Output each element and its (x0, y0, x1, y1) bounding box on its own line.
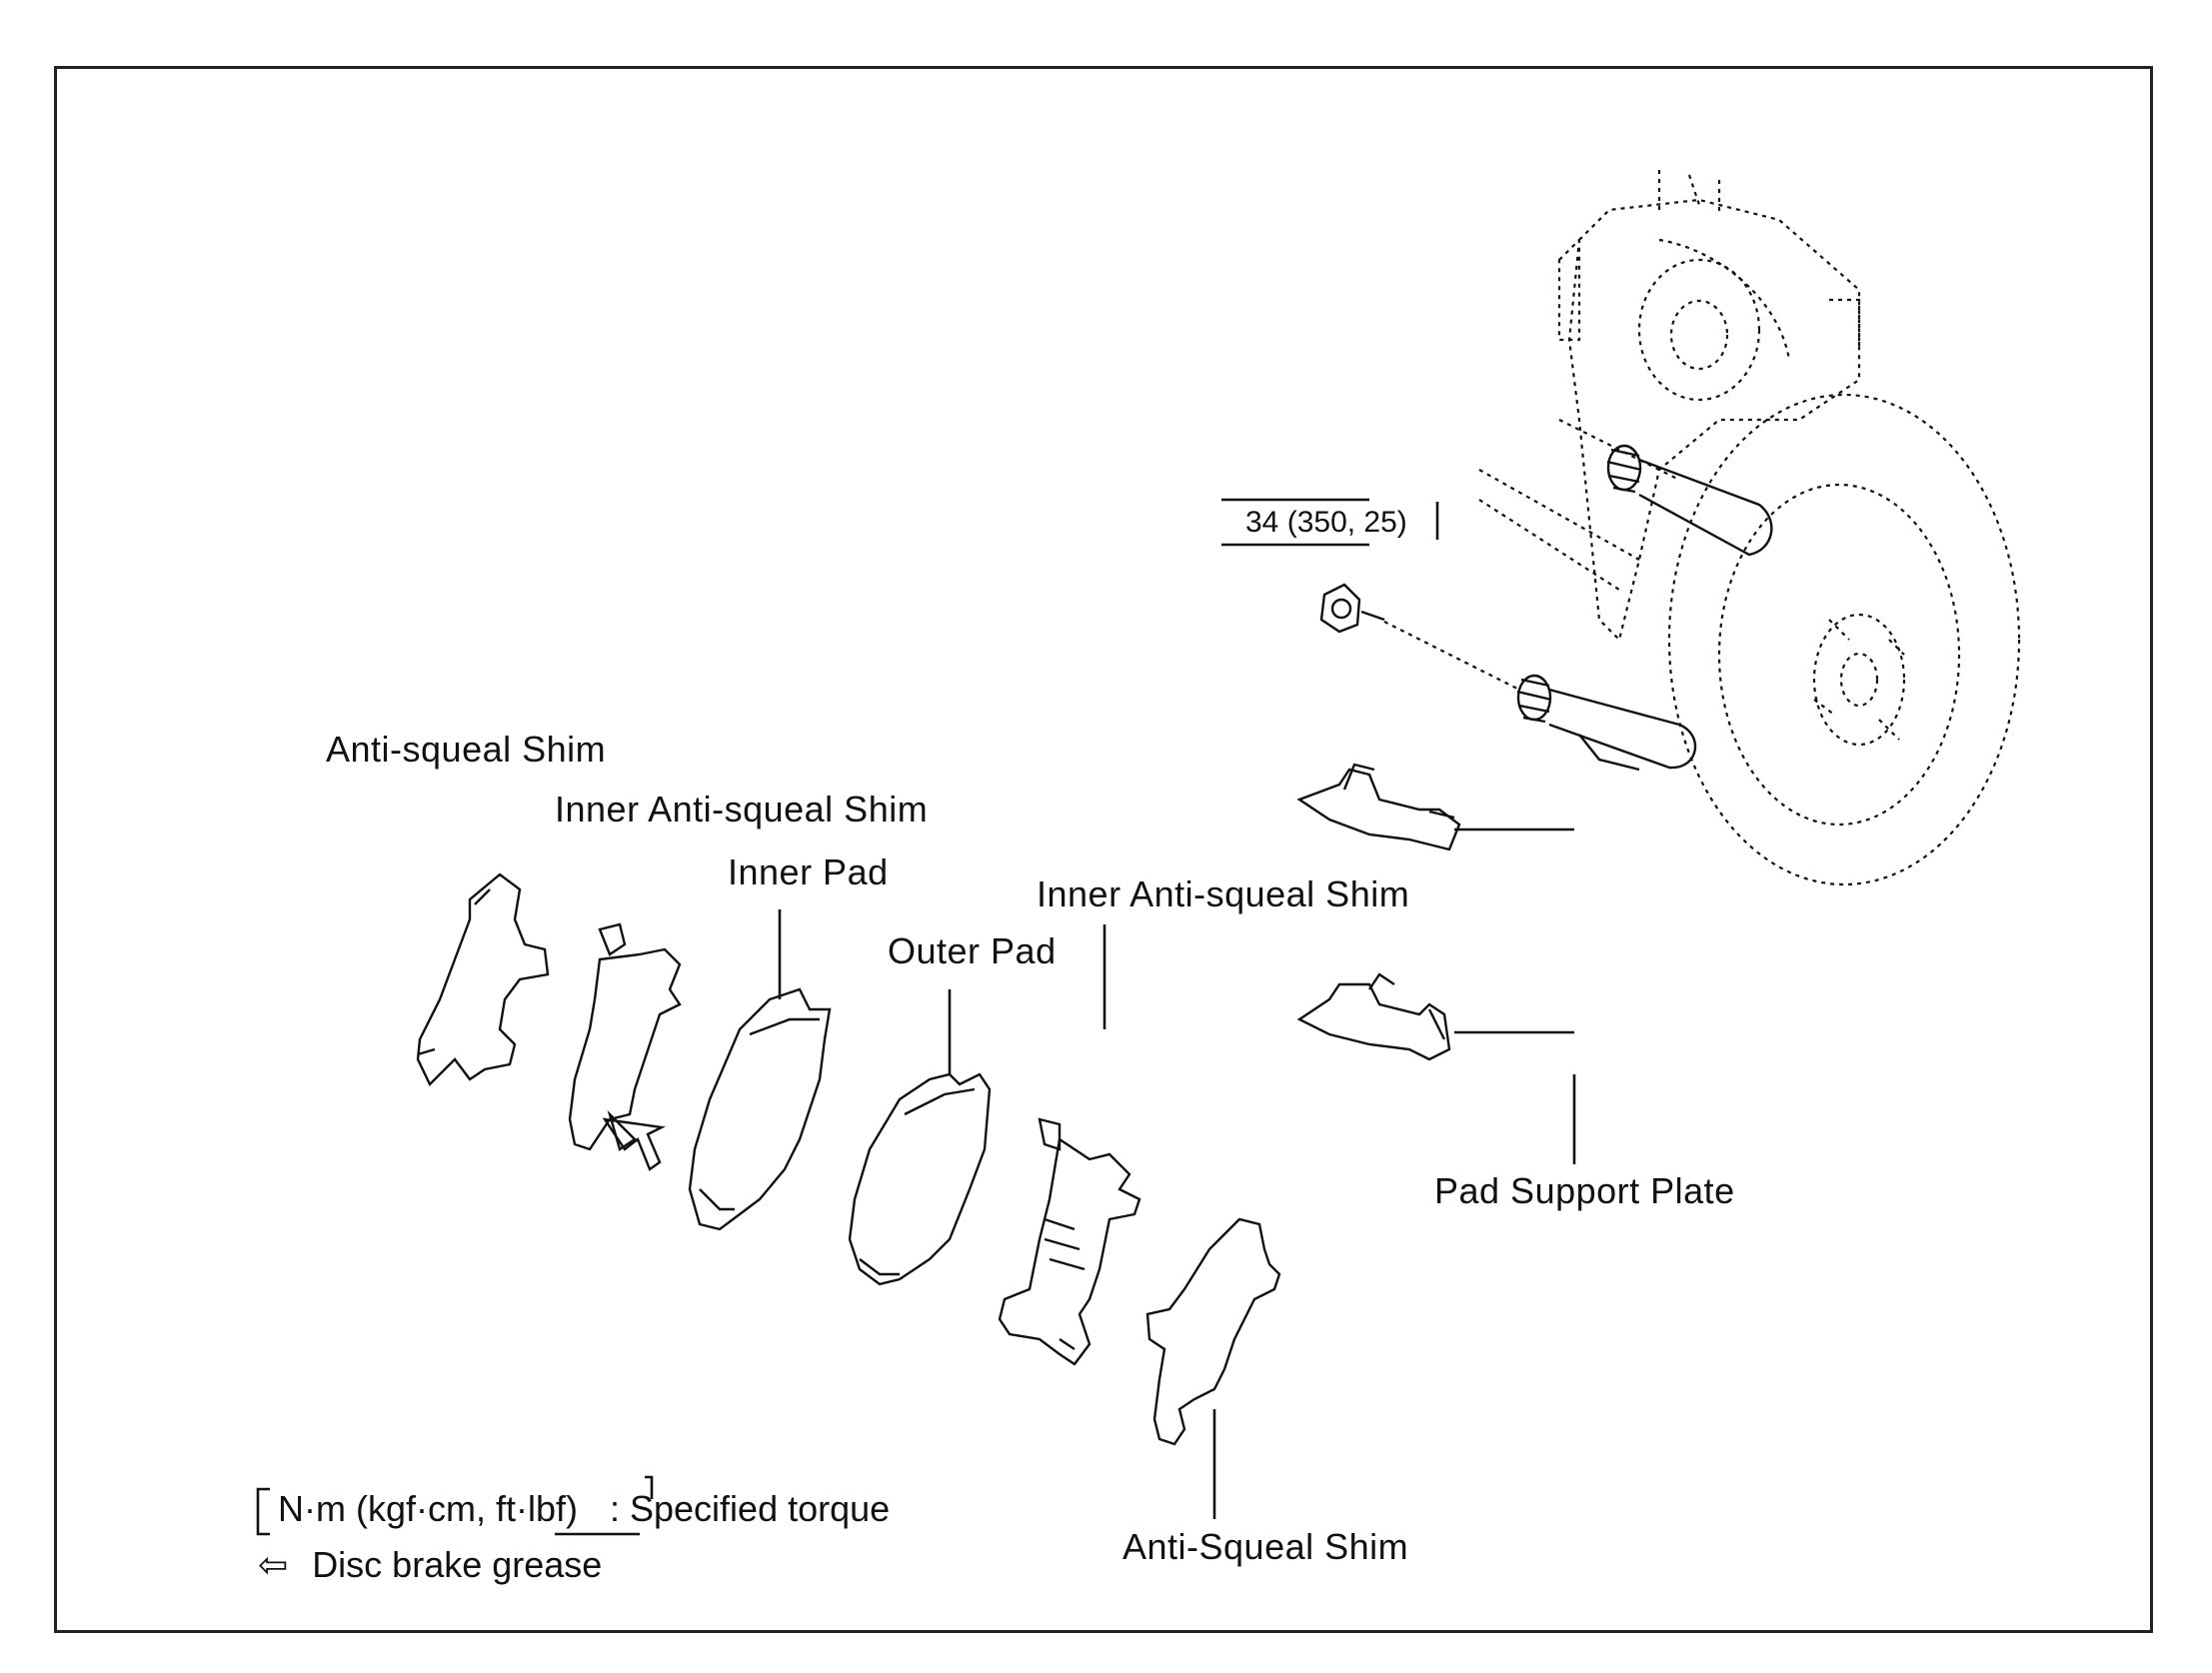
legend-torque-units: N·m (kgf·cm, ft·lbf) (278, 1488, 578, 1529)
legend-grease-line: ⇦ Disc brake grease (258, 1545, 602, 1585)
leader-lines (778, 502, 1576, 1519)
upper-pad-support-clip (1296, 763, 1461, 851)
inner-anti-squeal-shim-right-drawing (998, 1117, 1141, 1366)
inner-anti-squeal-shim-left-drawing (568, 922, 682, 1151)
label-inner-pad: Inner Pad (728, 851, 889, 892)
label-pad-support-plate: Pad Support Plate (1434, 1170, 1735, 1211)
grease-arrow-icon (602, 1117, 666, 1171)
torque-box (1221, 498, 1369, 547)
anti-squeal-shim-bottom-drawing (1145, 1217, 1281, 1446)
lower-slide-pin (1516, 674, 1697, 772)
lower-pad-support-clip (1296, 972, 1451, 1061)
label-anti-squeal-shim-bottom: Anti-Squeal Shim (1122, 1526, 1409, 1567)
label-outer-pad: Outer Pad (888, 930, 1057, 971)
label-inner-anti-squeal-shim-right: Inner Anti-squeal Shim (1037, 873, 1410, 914)
label-inner-anti-squeal-shim-left: Inner Anti-squeal Shim (555, 789, 929, 830)
outer-pad-drawing (848, 1072, 992, 1286)
legend-torque-bracket (256, 1475, 654, 1536)
grease-symbol-icon: ⇦ (258, 1544, 289, 1585)
upper-slide-pin (1606, 444, 1773, 557)
brake-disc (1667, 393, 2021, 886)
anti-squeal-shim-left-drawing (416, 872, 550, 1087)
legend-torque-desc: : Specified torque (610, 1488, 891, 1529)
steering-knuckle (1478, 170, 1861, 643)
inner-pad-drawing (688, 987, 832, 1231)
legend-grease-desc: Disc brake grease (312, 1544, 603, 1585)
legend-torque-line: N·m (kgf·cm, ft·lbf) : Specified torque (278, 1489, 890, 1529)
torque-value: 34 (350, 25) (1245, 506, 1407, 539)
diagram-frame (54, 66, 2153, 1633)
caliper-bolt (1319, 583, 1385, 634)
label-anti-squeal-shim-left: Anti-squeal Shim (326, 729, 607, 770)
